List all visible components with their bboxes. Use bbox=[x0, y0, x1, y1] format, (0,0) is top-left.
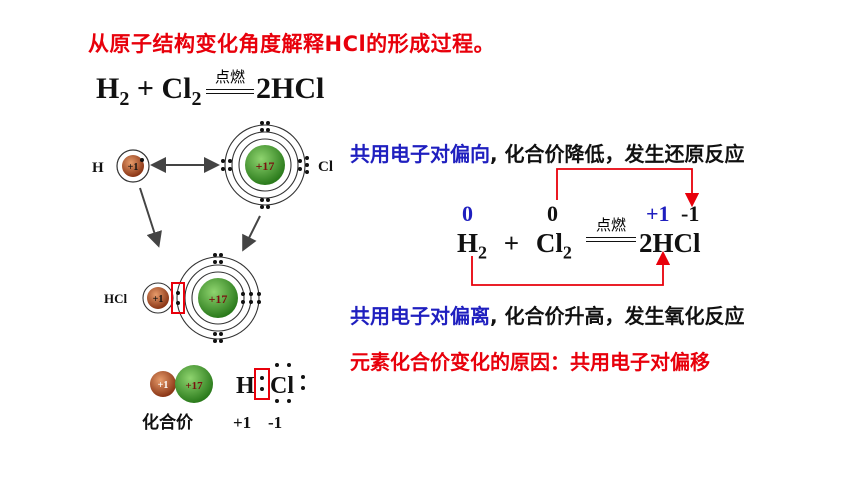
bottom-h-charge: +1 bbox=[158, 380, 169, 391]
lewis-h: H bbox=[236, 373, 255, 399]
bottom-h-sphere bbox=[150, 371, 176, 397]
redox-equation: H2 + Cl2 bbox=[457, 228, 572, 263]
top-equation-arrow: 点燃 bbox=[206, 66, 254, 94]
hcl-h-nucleus bbox=[147, 287, 169, 309]
reduction-bracket bbox=[556, 168, 700, 208]
h2-formula: H2 bbox=[96, 72, 130, 110]
ox-cl-product: -1 bbox=[681, 201, 700, 226]
oxidation-statement: 共用电子对偏离, 化合价升高，发生氧化反应 bbox=[350, 300, 745, 329]
top-product: 2HCl bbox=[256, 72, 325, 105]
lewis-cl: Cl bbox=[270, 373, 294, 399]
shared-pair-box bbox=[171, 282, 185, 314]
oxidation-bracket bbox=[471, 250, 671, 286]
reduction-part2: , 化合价降低，发生还原反应 bbox=[490, 142, 745, 166]
lewis-shared-box bbox=[254, 368, 270, 400]
redox-brackets bbox=[471, 168, 700, 286]
redox-arrow: 点燃 bbox=[586, 214, 636, 242]
valence-cl: -1 bbox=[268, 413, 282, 432]
h-nucleus bbox=[122, 155, 144, 177]
page-title: 从原子结构变化角度解释HCl的形成过程。 bbox=[88, 32, 496, 56]
bottom-cl-charge: +17 bbox=[185, 380, 203, 392]
hcl-h-charge: +1 bbox=[153, 294, 164, 305]
h-atom-label: H bbox=[92, 160, 104, 176]
h-down-arrow bbox=[139, 187, 162, 248]
ox-h-product: +1 bbox=[646, 201, 670, 226]
reduction-statement: 共用电子对偏向, 化合价降低，发生还原反应 bbox=[350, 138, 745, 167]
reduction-part1: 共用电子对偏向 bbox=[350, 142, 490, 166]
redox-condition: 点燃 bbox=[595, 216, 626, 234]
top-equation: H2 + Cl2 bbox=[96, 72, 202, 110]
redox-cl2: Cl2 bbox=[535, 228, 572, 263]
hcl-cl-nucleus bbox=[198, 278, 238, 318]
h-charge: +1 bbox=[128, 162, 139, 173]
lewis-electrons bbox=[260, 363, 305, 403]
cl-electrons bbox=[221, 121, 309, 209]
ox-h2: 0 bbox=[462, 201, 473, 226]
hcl-cl-charge: +17 bbox=[209, 292, 228, 306]
hcl-cl-orbit-1 bbox=[191, 271, 245, 325]
cl2-formula: Cl2 bbox=[161, 72, 202, 110]
atom-diagram: H +1 +17 Cl HCl +1 +17 bbox=[92, 121, 333, 433]
cl-orbit-1 bbox=[238, 138, 292, 192]
cl-nucleus bbox=[245, 145, 285, 185]
hcl-cl-orbit-3 bbox=[176, 256, 260, 340]
ox-cl2: 0 bbox=[547, 201, 558, 226]
oxidation-part2: , 化合价升高，发生氧化反应 bbox=[490, 304, 745, 328]
valence-h: +1 bbox=[233, 413, 251, 432]
top-condition: 点燃 bbox=[214, 68, 245, 86]
oxidation-part1: 共用电子对偏离 bbox=[350, 304, 490, 328]
reason-statement: 元素化合价变化的原因：共用电子对偏移 bbox=[350, 350, 710, 374]
h-orbit bbox=[116, 149, 150, 183]
valence-label: 化合价 bbox=[142, 412, 194, 433]
cl-orbit-2 bbox=[231, 131, 299, 199]
hcl-label: HCl bbox=[104, 291, 128, 306]
cl-down-arrow bbox=[242, 215, 261, 252]
bottom-cl-sphere bbox=[175, 365, 213, 403]
redox-product: 2HCl bbox=[639, 228, 701, 258]
redox-h2: H2 bbox=[457, 228, 488, 263]
hcl-electrons bbox=[176, 253, 261, 343]
cl-atom-label: Cl bbox=[318, 159, 333, 175]
cl-charge: +17 bbox=[256, 159, 275, 173]
